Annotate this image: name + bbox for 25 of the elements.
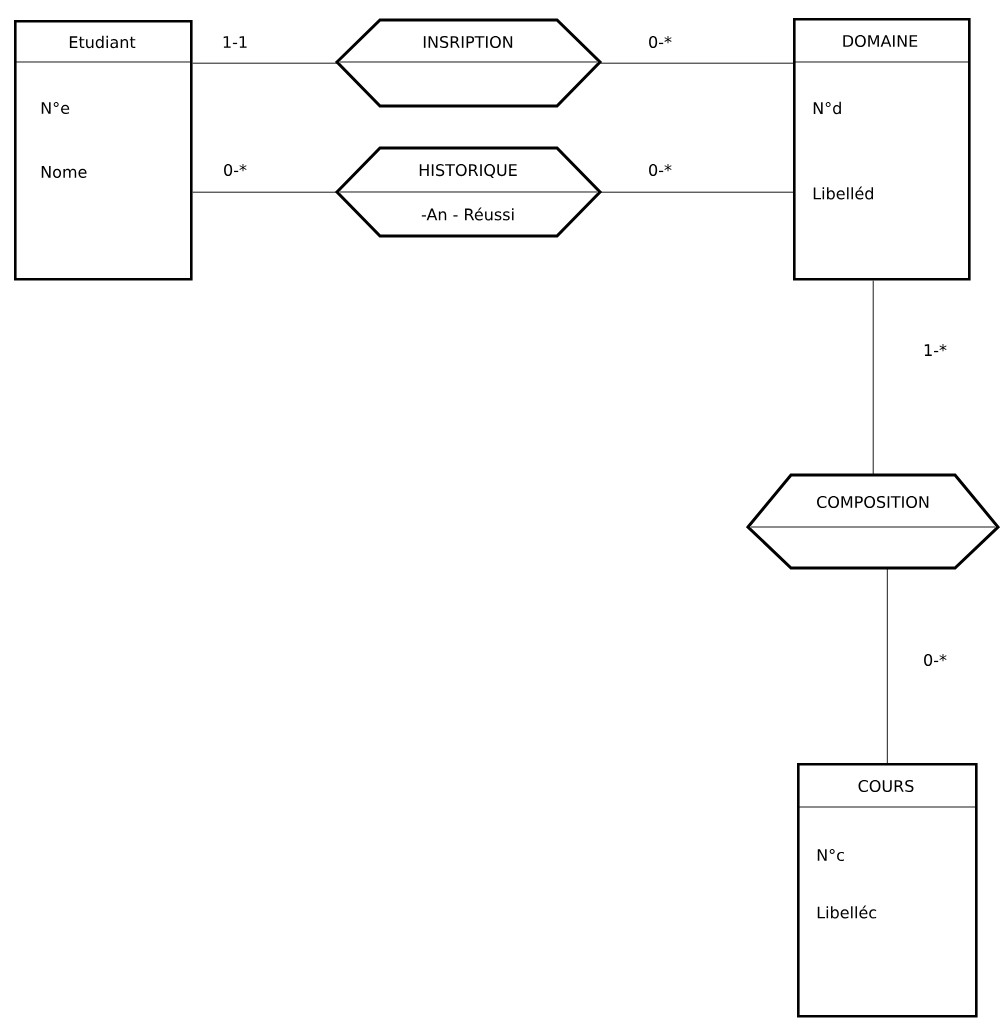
connector-line	[599, 191, 794, 193]
attribute-name: Libelléc	[817, 905, 877, 919]
connector-line	[192, 191, 338, 193]
relationship-name: HISTORIQUE	[419, 164, 517, 178]
attribute-name: N°c	[817, 848, 844, 862]
connector-line	[886, 567, 888, 764]
attribute-name: Libelléd	[813, 186, 873, 200]
cardinality-label: 0-*	[647, 162, 673, 178]
connector-line	[872, 280, 874, 476]
relationship-attribute: -An - Réussi	[421, 207, 514, 221]
entity-name: Etudiant	[69, 35, 136, 49]
entity-name: COURS	[858, 779, 914, 793]
attribute-name: N°d	[813, 101, 841, 115]
attribute-name: N°e	[41, 101, 70, 115]
connector-line	[599, 62, 794, 64]
cardinality-label: 0-*	[222, 162, 248, 178]
connector-line	[192, 62, 338, 64]
cardinality-label: 0-*	[922, 652, 948, 668]
relationship-name: INSRIPTION	[423, 35, 513, 49]
cardinality-label: 0-*	[647, 34, 673, 50]
cardinality-label: 1-1	[220, 35, 250, 49]
attribute-name: Nome	[41, 166, 87, 178]
entity-name: DOMAINE	[843, 34, 918, 48]
cardinality-label: 1-*	[922, 343, 948, 357]
relationship-name: COMPOSITION	[817, 495, 929, 509]
